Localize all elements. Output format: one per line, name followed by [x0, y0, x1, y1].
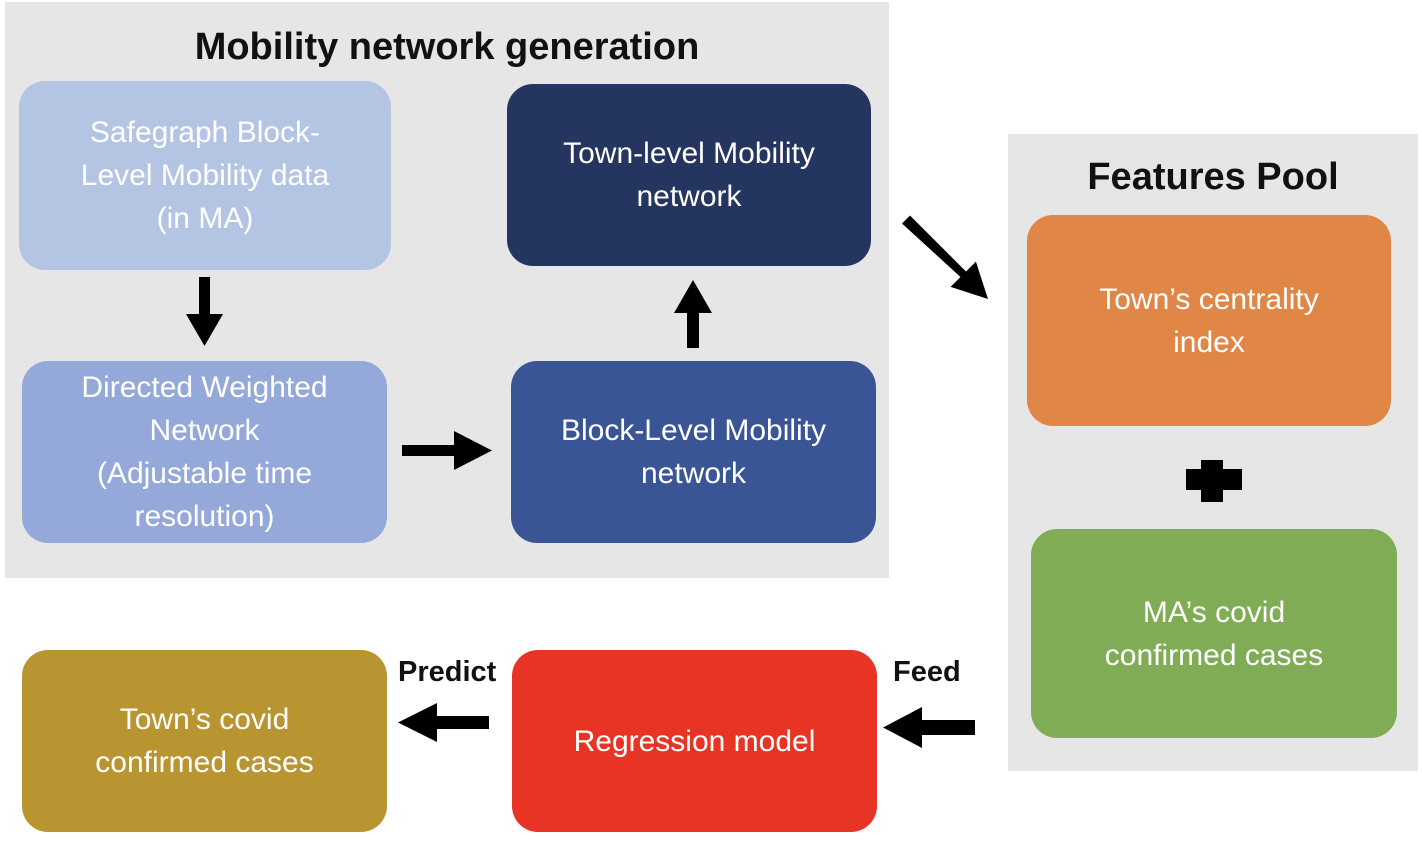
- centrality-index-box: Town’s centrality index: [1027, 215, 1391, 426]
- town-cases-box: Town’s covid confirmed cases: [22, 650, 387, 832]
- arrow-left-predict-icon: [398, 703, 489, 742]
- arrow-left-feed-icon: [883, 707, 975, 748]
- arrow-up-icon: [674, 280, 712, 348]
- arrow-right-icon: [402, 431, 492, 470]
- block-level-network-box: Block-Level Mobility network: [511, 361, 876, 543]
- ma-cases-text: MA’s covid confirmed cases: [1104, 595, 1324, 672]
- regression-model-text: Regression model: [573, 724, 816, 758]
- features-panel-title: Features Pool: [1087, 156, 1339, 198]
- town-cases-text: Town’s covid confirmed cases: [95, 703, 314, 779]
- safegraph-data-box: Safegraph Block- Level Mobility data (in…: [19, 81, 391, 270]
- predict-label: Predict: [398, 656, 497, 688]
- town-level-network-box: Town-level Mobility network: [507, 84, 871, 266]
- feed-label: Feed: [893, 656, 961, 688]
- regression-model-box: Regression model: [512, 650, 877, 832]
- safegraph-data-text: Safegraph Block- Level Mobility data (in…: [80, 116, 330, 235]
- centrality-index-text: Town’s centrality index: [1099, 282, 1319, 359]
- plus-icon: [1186, 460, 1242, 502]
- directed-weighted-network-box: Directed Weighted Network (Adjustable ti…: [22, 361, 387, 543]
- arrow-diagonal-icon: [902, 215, 988, 299]
- arrow-down-icon: [186, 277, 223, 346]
- block-level-network-text: Block-Level Mobility network: [560, 414, 827, 490]
- mobility-panel-title: Mobility network generation: [194, 26, 700, 68]
- ma-cases-box: MA’s covid confirmed cases: [1031, 529, 1397, 738]
- directed-weighted-network-text: Directed Weighted Network (Adjustable ti…: [81, 371, 328, 533]
- town-level-network-text: Town-level Mobility network: [563, 137, 815, 213]
